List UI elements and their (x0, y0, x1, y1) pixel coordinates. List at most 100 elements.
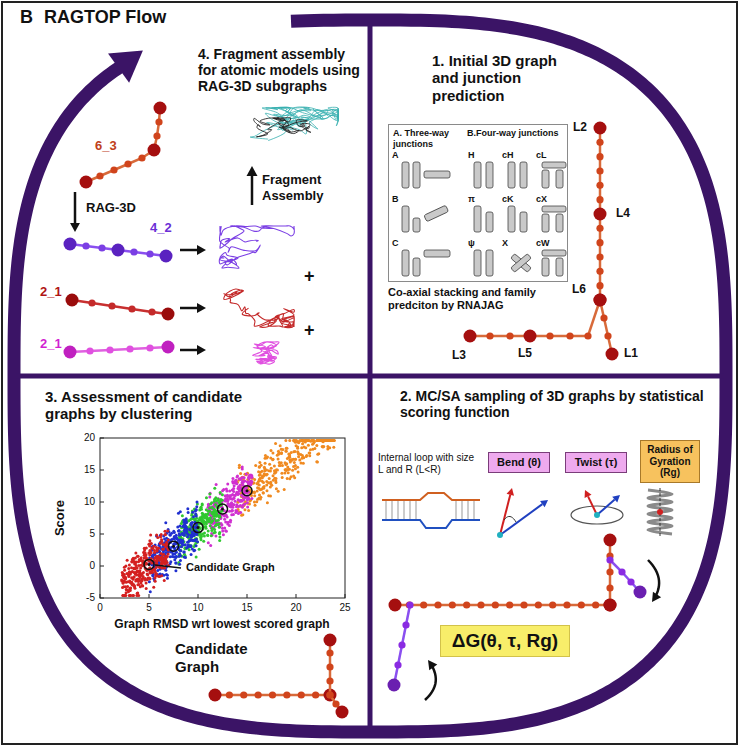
loop-label: L5 (518, 346, 532, 360)
sample-point (241, 495, 244, 498)
sample-point (162, 562, 165, 565)
sample-point (188, 548, 191, 551)
sample-point (228, 489, 231, 492)
sample-point (199, 516, 202, 519)
tick-label: 0 (97, 602, 103, 614)
sample-point (264, 462, 267, 465)
sample-point (162, 548, 165, 551)
twist-circle (571, 506, 623, 524)
sample-point (274, 481, 277, 484)
sample-point (183, 551, 186, 554)
sample-point (174, 537, 177, 540)
graph-vertex (312, 691, 319, 698)
junction-letter: H (468, 150, 475, 161)
sample-point (167, 539, 170, 542)
sample-point (216, 523, 219, 526)
graph-vertex-large (594, 294, 607, 307)
sample-point (165, 573, 168, 576)
sample-point (167, 538, 170, 541)
arrow-head (540, 500, 548, 507)
sample-point (151, 547, 154, 550)
sample-point (208, 495, 211, 498)
sample-point (206, 519, 209, 522)
loop-label: L1 (624, 346, 638, 360)
graph-vertex (326, 691, 333, 698)
graph-name: 2_1 (40, 336, 62, 352)
sample-point (250, 476, 253, 479)
step-heading: 2. MC/SA sampling of 3D graphs by statis… (400, 388, 705, 420)
sample-point (178, 532, 181, 535)
sample-point (132, 594, 135, 597)
sample-point (288, 477, 291, 480)
tick-mark (247, 594, 248, 598)
graph-vertex-large (594, 294, 607, 307)
graph-name-holder: 2_1 (40, 336, 62, 352)
sample-point (160, 538, 163, 541)
graph-vertex (506, 601, 513, 608)
sample-point (277, 452, 280, 455)
sample-point (123, 569, 126, 572)
sample-point (270, 467, 273, 470)
sample-point (281, 448, 284, 451)
sample-point (178, 552, 181, 555)
axis-title: Score (52, 500, 68, 536)
sample-point (129, 594, 132, 597)
helix-cylinder (556, 258, 563, 276)
sample-point (208, 506, 211, 509)
sample-point (141, 584, 144, 587)
graph-vertex (596, 196, 603, 203)
sample-point (196, 540, 199, 543)
graph-vertex-large (112, 244, 125, 257)
step-caption-holder: Candidate Graph (175, 640, 263, 676)
candidate-graph (326, 691, 348, 718)
model-arrow (180, 245, 206, 255)
sample-point (308, 454, 311, 457)
sample-point (269, 449, 272, 452)
graph-vertex (592, 601, 599, 608)
sample-point (286, 477, 289, 480)
sample-point (181, 533, 184, 536)
sample-point (198, 548, 201, 551)
graph-vertex (563, 601, 570, 608)
sample-point (149, 534, 152, 537)
atomic-model (250, 107, 338, 141)
sample-point (158, 575, 161, 578)
arrow-head (70, 223, 80, 232)
graph-vertex (394, 661, 401, 668)
sample-point (292, 465, 295, 468)
sample-point (239, 472, 242, 475)
sample-point (162, 543, 165, 546)
sample-point (135, 573, 138, 576)
sample-point (258, 479, 261, 482)
junction-letter: cH (502, 150, 514, 161)
sample-point (258, 466, 261, 469)
sample-point (179, 510, 182, 513)
sample-point (230, 509, 233, 512)
sample-point (245, 473, 248, 476)
sample-point (247, 509, 250, 512)
graph-vertex (108, 302, 115, 309)
sample-point (187, 541, 190, 544)
graph-vertex (584, 332, 591, 339)
sample-point (215, 503, 218, 506)
sample-point (189, 544, 192, 547)
sample-point (151, 574, 154, 577)
tick-label: 10 (192, 602, 203, 614)
tick-label: -5 (86, 592, 95, 604)
sample-point (218, 516, 221, 519)
helix-cylinder (424, 250, 450, 257)
sample-point (247, 477, 250, 480)
graph-vertex (627, 578, 634, 585)
base-pair (462, 501, 463, 519)
plus-sign-holder: + (304, 320, 315, 342)
sample-point (200, 506, 203, 509)
sample-point (134, 567, 137, 570)
sample-point (155, 557, 158, 560)
sample-point (278, 461, 281, 464)
sample-point (235, 505, 238, 508)
sample-point (123, 566, 126, 569)
sample-point (167, 553, 170, 556)
sample-point (269, 482, 272, 485)
move-arrow (648, 560, 661, 602)
sample-point (216, 523, 219, 526)
